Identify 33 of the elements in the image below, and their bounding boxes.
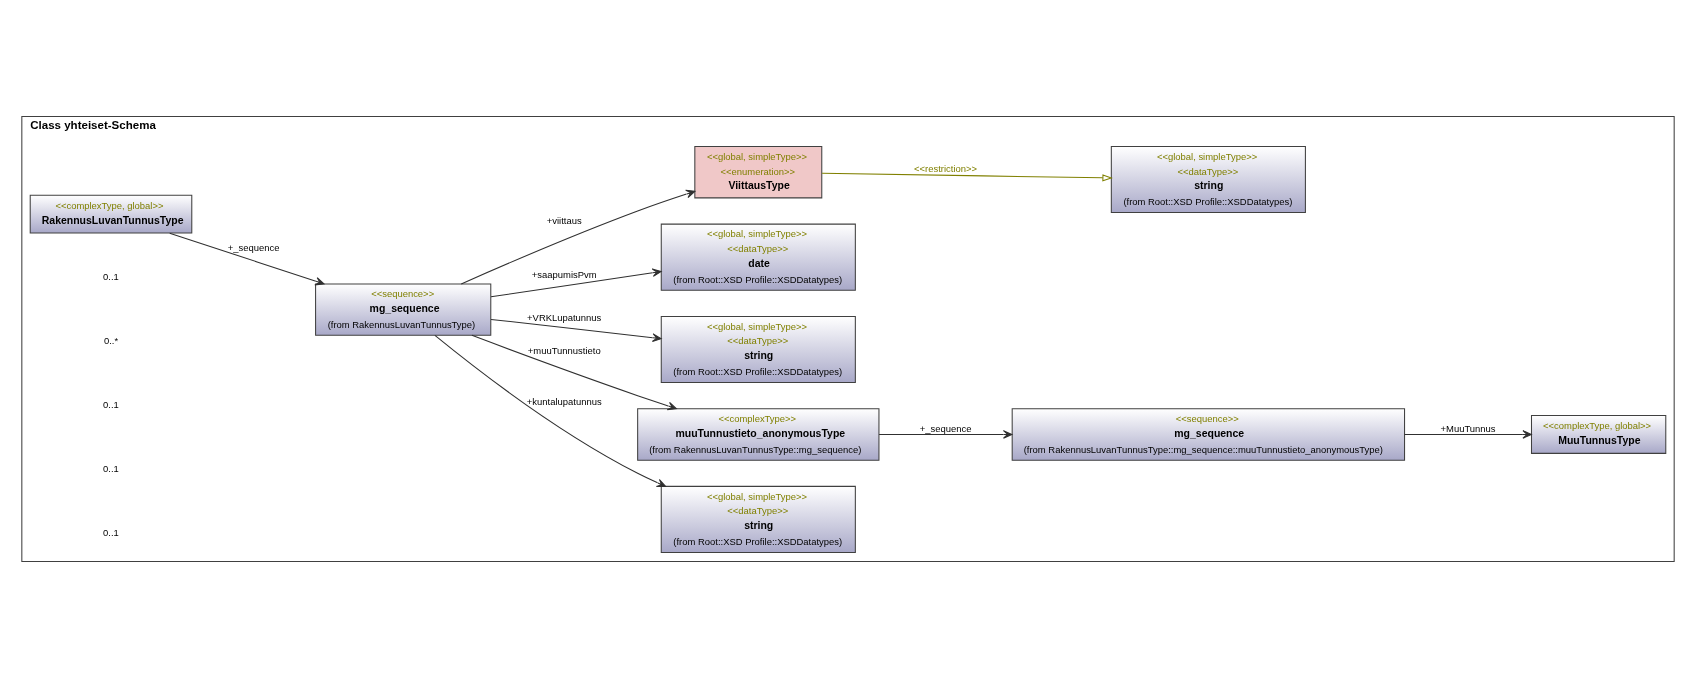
arrow (878, 429, 1013, 439)
label: 0..* (103, 334, 119, 346)
label: 0..1 (103, 526, 119, 538)
node-box: <<global, simpleType>> <<enumeration>> ViittausType (694, 145, 823, 198)
label: 0..1 (103, 398, 119, 410)
edge-label: +muuTunnustieto (527, 344, 601, 356)
arrow (460, 189, 696, 284)
edge-label: +MuuTunnus (1440, 422, 1496, 434)
label: 0..1 (103, 270, 119, 282)
arrow (1404, 429, 1532, 439)
edge-label: +kuntalupatunnus (526, 395, 602, 407)
edge-label: +_sequence (227, 241, 280, 253)
node-box: <<sequence>> mg_sequence (from RakennusLuvanTunnusType::mg_sequence::muuTunnustieto_anonymousType) (1011, 407, 1406, 461)
label: 0..1 (103, 462, 119, 474)
node-box: <<complexType>> muuTunnustieto_anonymousType (from RakennusLuvanTunnusType::mg_sequence) (637, 407, 880, 461)
edge-label: +_sequence (919, 422, 972, 434)
arrow (821, 172, 1113, 181)
node-box: <<global, simpleType>> <<dataType>> string (from Root::XSD Profile::XSDDatatypes) (660, 315, 856, 383)
node-box: <<complexType, global>> RakennusLuvanTunnusType (29, 194, 193, 234)
arrow (169, 232, 325, 285)
edge-label: <<restriction>> (914, 162, 978, 174)
node-box: <<global, simpleType>> <<dataType>> string (from Root::XSD Profile::XSDDatatypes) (1110, 145, 1306, 213)
node-box: <<global, simpleType>> <<dataType>> date (from Root::XSD Profile::XSDDatatypes) (660, 223, 856, 291)
edge-label: +VRKLupatunnus (527, 311, 602, 323)
edge-label: +viittaus (546, 214, 582, 226)
arrow (490, 318, 662, 342)
arrow (434, 334, 667, 487)
node-box: <<complexType, global>> MuuTunnusType (1530, 414, 1667, 454)
node-box: <<global, simpleType>> <<dataType>> string (from Root::XSD Profile::XSDDatatypes) (660, 485, 856, 553)
arrow (490, 267, 662, 297)
arrow (471, 334, 677, 410)
node-box: <<sequence>> mg_sequence (from RakennusLuvanTunnusType) (315, 282, 492, 336)
edge-label: +saapumisPvm (531, 268, 597, 280)
